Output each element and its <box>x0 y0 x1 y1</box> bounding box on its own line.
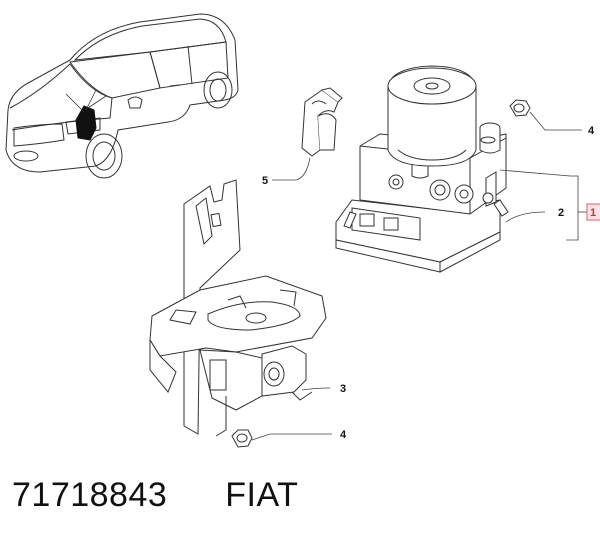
callout-4-top: 4 <box>588 125 595 137</box>
abs-hydraulic-unit <box>335 65 509 273</box>
car-locator-illustration <box>5 13 239 179</box>
nut-part-4-bottom <box>231 429 253 448</box>
bracket-part-3 <box>149 179 327 437</box>
clip-part-5 <box>301 87 343 157</box>
callout-5: 5 <box>262 175 268 187</box>
caption: 71718843 FIAT <box>12 476 298 526</box>
nut-part-4-top <box>509 99 531 117</box>
callout-1: 1 <box>590 207 596 219</box>
abs-location-marker <box>75 105 97 141</box>
callout-3: 3 <box>340 383 346 395</box>
part-number: 71718843 <box>12 476 168 514</box>
callout-4-bottom: 4 <box>340 429 347 441</box>
callout-2: 2 <box>558 207 564 219</box>
callout-1-highlight-box <box>586 203 600 221</box>
brand-name: FIAT <box>225 476 299 514</box>
